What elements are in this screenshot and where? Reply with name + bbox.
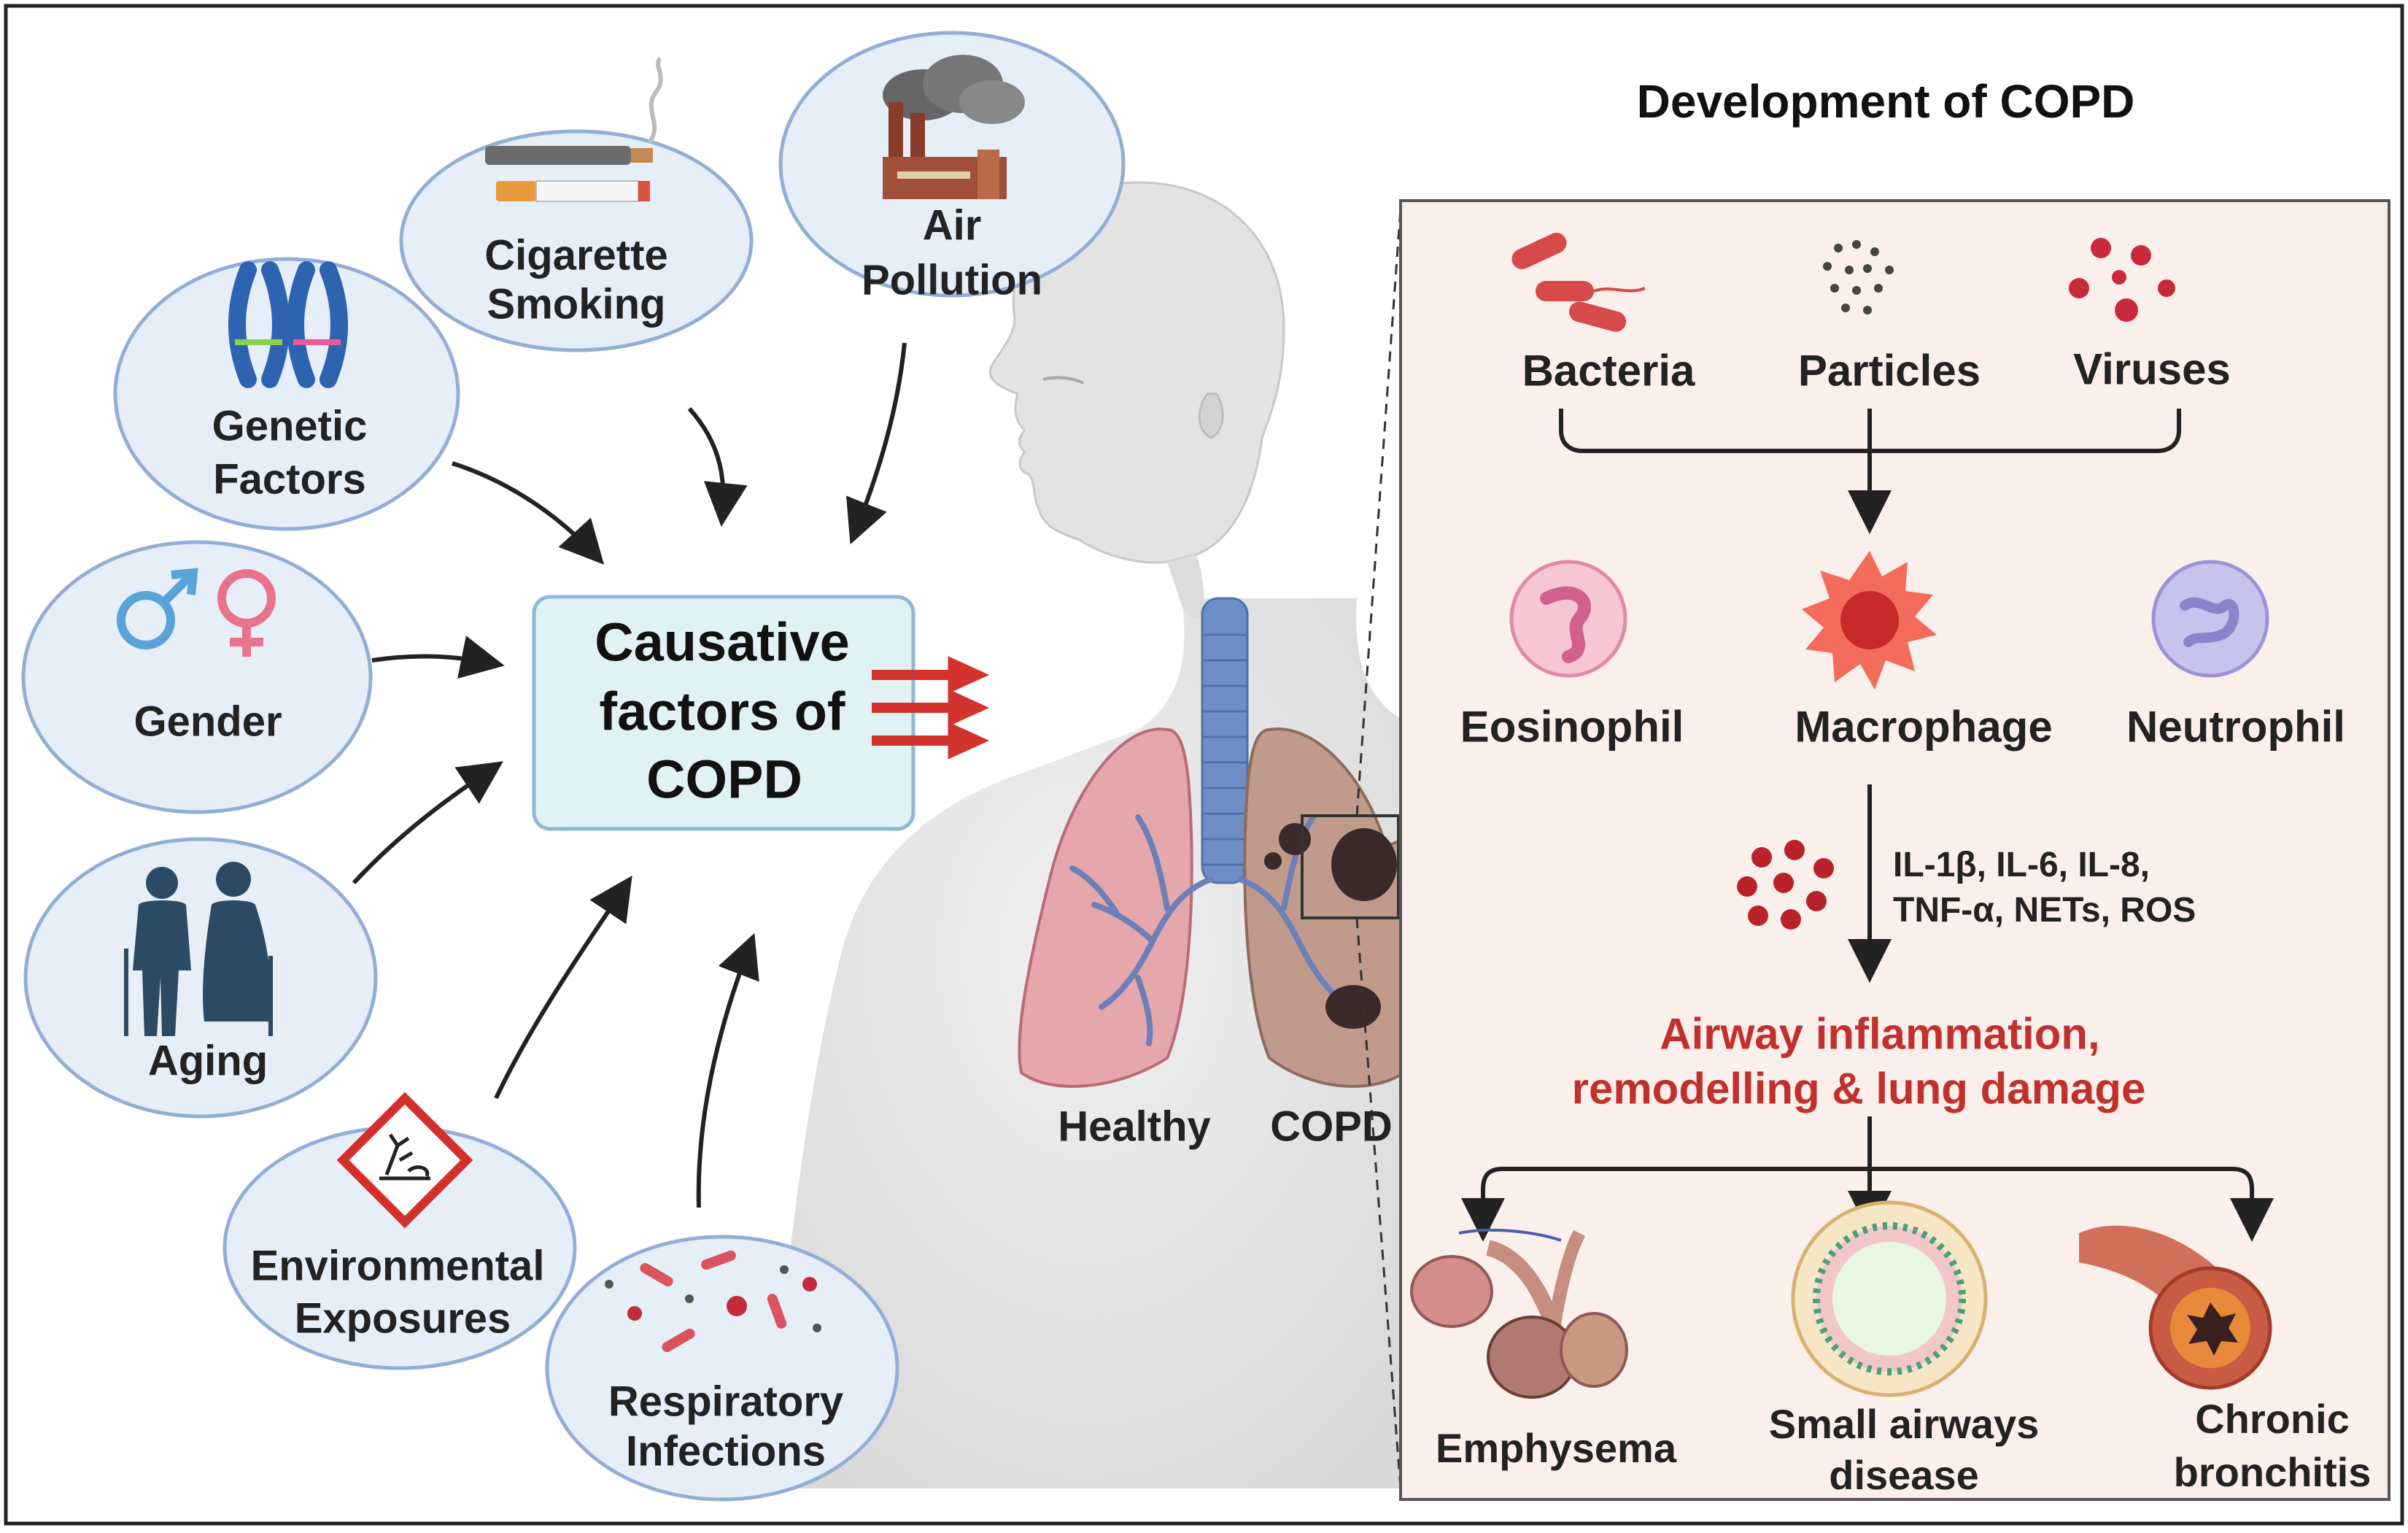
disease-small-airways-2: disease [1829,1451,1979,1498]
bronchitis-icon [2079,1225,2272,1390]
cell-eosinophil: Eosinophil [1460,702,1684,752]
disease-bronchitis-1: Chronic [2195,1395,2350,1442]
center-box-line-1: Causative [595,611,850,673]
label-cigarette-2: Smoking [487,280,666,328]
label-cigarette-1: Cigarette [484,231,668,279]
outcome-line-1: Airway inflammation, [1660,1009,2100,1059]
disease-small-airways-1: Small airways [1768,1400,2040,1447]
center-box-line-2: factors of [599,681,845,742]
figure-border [4,4,2404,1526]
outcome-line-2: remodelling & lung damage [1571,1064,2146,1113]
chromosome-icon [228,261,348,388]
label-air-pollution-1: Air [922,201,982,250]
label-environmental-2: Exposures [294,1294,511,1343]
healthy-lung [1018,727,1214,1088]
zoom-line-bottom [1355,917,1402,1489]
circle-aging [23,837,378,1119]
label-genetic-2: Factors [213,455,366,503]
small-airways-icon [1791,1200,1988,1397]
mediators-line-1: IL-1β, IL-6, IL-8, [1893,846,2150,884]
infection-particles-icon [605,1250,821,1352]
label-genetic-1: Genetic [212,402,368,450]
cell-macrophage: Macrophage [1795,702,2053,752]
disease-bronchitis-2: bronchitis [2173,1448,2372,1495]
circle-gender [21,540,373,814]
trigger-bacteria: Bacteria [1522,346,1695,395]
circle-genetic [113,257,460,531]
copd-lung [1237,727,1406,1088]
macrophage-icon [1802,551,1937,690]
circle-respiratory [545,1235,899,1502]
mediators-line-2: TNF-α, NETs, ROS [1893,891,2196,930]
label-respiratory-2: Infections [626,1427,826,1475]
viruses-icon [2069,238,2175,322]
red-arrows [872,656,990,760]
label-respiratory-1: Respiratory [608,1378,844,1426]
lung-label-healthy: Healthy [1058,1103,1211,1151]
factor-arrows [352,342,907,1208]
center-box-line-3: COPD [646,749,802,810]
trigger-viruses: Viruses [2073,344,2231,394]
trachea [1201,597,1249,884]
emphysema-icon [1410,1228,1628,1399]
development-title: Development of COPD [1636,75,2135,128]
label-aging: Aging [147,1037,268,1085]
factory-icon [883,55,1025,199]
cell-neutrophil: Neutrophil [2126,702,2345,752]
eosinophil-icon [1509,560,1627,678]
lung-label-copd: COPD [1270,1103,1393,1151]
cytokine-icon [1737,840,1834,930]
bacteria-icon [1511,233,1646,332]
trigger-particles: Particles [1797,346,1981,395]
neutrophil-icon [2151,560,2269,678]
particles-icon [1823,240,1894,314]
label-gender: Gender [133,698,282,746]
disease-emphysema: Emphysema [1436,1424,1676,1471]
gender-icon [117,568,276,657]
label-environmental-1: Environmental [250,1242,545,1290]
environmental-hazard-icon [336,1092,473,1229]
elderly-couple-icon [124,862,273,1036]
label-air-pollution-2: Pollution [861,256,1043,304]
flow-arrows [1461,409,2274,1242]
zoom-line-top [1355,207,1402,816]
zoom-box [1301,814,1400,919]
circle-cigarette [399,129,754,352]
cigarette-icon [485,56,663,202]
